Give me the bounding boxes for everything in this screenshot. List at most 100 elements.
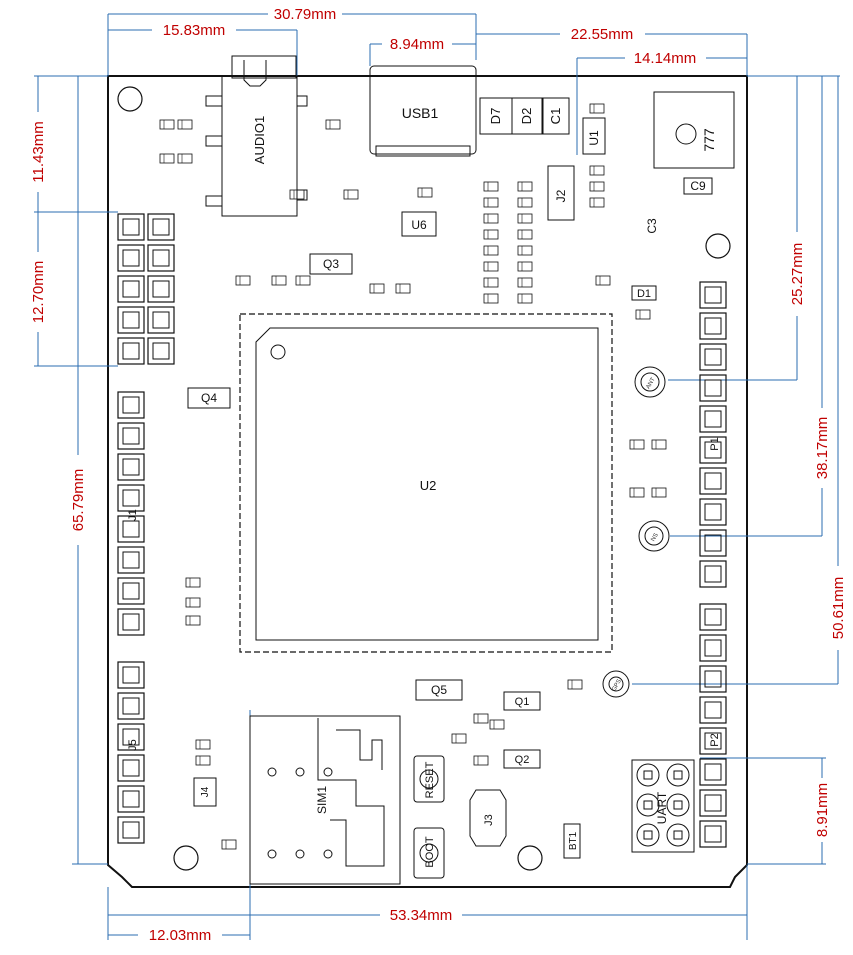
header-pad: [152, 311, 170, 329]
uart-pad: [643, 770, 653, 780]
left-header-2x5: [117, 213, 175, 365]
smd-part: [517, 293, 533, 304]
q5-body: [415, 679, 463, 701]
header-pad: [152, 280, 170, 298]
smd-part: [517, 229, 533, 240]
smd-part: [483, 245, 499, 256]
header-pin: [699, 727, 727, 755]
q4-label: Q4: [201, 391, 217, 405]
smd-part: [589, 181, 605, 192]
smd-part: [185, 577, 201, 588]
header-pad: [152, 218, 170, 236]
header-pin: [147, 244, 175, 272]
reset-label: RESET: [424, 761, 436, 798]
header-pin: [699, 529, 727, 557]
right-header-8pin: [699, 603, 727, 848]
q3-label: Q3: [323, 257, 339, 271]
header-pin: [147, 306, 175, 334]
header-pin: [117, 306, 145, 334]
j3-label: J3: [483, 814, 495, 826]
smd-part: [483, 261, 499, 272]
header-pin: [117, 754, 145, 782]
dim-8-91: 8.91mm: [814, 783, 831, 837]
q5-label: Q5: [431, 683, 447, 697]
header-pin: [117, 785, 145, 813]
smd-part: [517, 245, 533, 256]
uart-header: [631, 759, 695, 853]
header-pad: [704, 379, 722, 397]
u6-body: [401, 211, 437, 237]
dimension-lines: [34, 13, 840, 940]
header-pin: [699, 758, 727, 786]
smd-part: [195, 739, 211, 750]
smd-part: [417, 187, 433, 198]
smd-part: [589, 197, 605, 208]
q3-body: [309, 253, 353, 275]
header-pad: [704, 348, 722, 366]
left-header-6pin: [117, 661, 145, 844]
header-pad: [704, 825, 722, 843]
dim-53-34: 53.34mm: [390, 907, 453, 924]
sim-label: SIM1: [315, 786, 329, 814]
u2-body: [255, 327, 599, 641]
header-pad: [122, 280, 140, 298]
dim-14-14: 14.14mm: [634, 50, 697, 67]
smd-part: [271, 275, 287, 286]
smd-part: [517, 261, 533, 272]
j4-body: [193, 777, 217, 807]
smd-part: [651, 487, 667, 498]
header-pad: [122, 728, 140, 746]
bt1-body: [563, 823, 581, 859]
c1-label: C1: [548, 108, 563, 125]
header-pin: [699, 603, 727, 631]
d7-label: D7: [488, 108, 503, 125]
d1-body: [631, 285, 657, 301]
header-pad: [122, 697, 140, 715]
uart-frame: [631, 759, 695, 853]
hdr-right-2-label: P2: [709, 733, 721, 746]
j3-body: [469, 789, 507, 847]
header-pin: [117, 391, 145, 419]
smd-part: [567, 679, 583, 690]
ant-b-label: NS: [650, 532, 659, 542]
j4-label: J4: [200, 786, 211, 797]
header-pad: [122, 427, 140, 445]
header-pin: [117, 661, 145, 689]
smd-part: [651, 439, 667, 450]
uart-pad: [643, 800, 653, 810]
c9-label: C9: [690, 179, 706, 193]
dim-22-55: 22.55mm: [571, 26, 634, 43]
right-header-10pin: [699, 281, 727, 588]
header-pad: [122, 249, 140, 267]
header-pin: [699, 374, 727, 402]
q2-label: Q2: [515, 754, 530, 766]
header-pin: [117, 484, 145, 512]
ant-c-label: GPS: [611, 679, 623, 693]
smd-part: [325, 119, 341, 130]
smd-part: [185, 615, 201, 626]
smd-part: [289, 189, 305, 200]
header-pad: [704, 534, 722, 552]
header-pad: [122, 759, 140, 777]
logo-icon: [675, 123, 697, 145]
uart-pad: [673, 800, 683, 810]
header-pin: [117, 275, 145, 303]
smd-part: [473, 755, 489, 766]
smd-part: [395, 283, 411, 294]
header-pad: [152, 249, 170, 267]
left-header-8pin: [117, 391, 145, 636]
header-pin: [117, 723, 145, 751]
smd-part: [369, 283, 385, 294]
smd-part: [473, 713, 489, 724]
d2-label: D2: [519, 108, 534, 125]
smd-part: [483, 293, 499, 304]
header-pin: [699, 696, 727, 724]
header-pin: [117, 546, 145, 574]
mounting-holes: [117, 86, 731, 871]
dim-11-43: 11.43mm: [30, 121, 47, 182]
smd-part: [517, 181, 533, 192]
header-pad: [122, 821, 140, 839]
smd-part: [221, 839, 237, 850]
audio-jack: [205, 55, 308, 217]
smd-part: [177, 119, 193, 130]
